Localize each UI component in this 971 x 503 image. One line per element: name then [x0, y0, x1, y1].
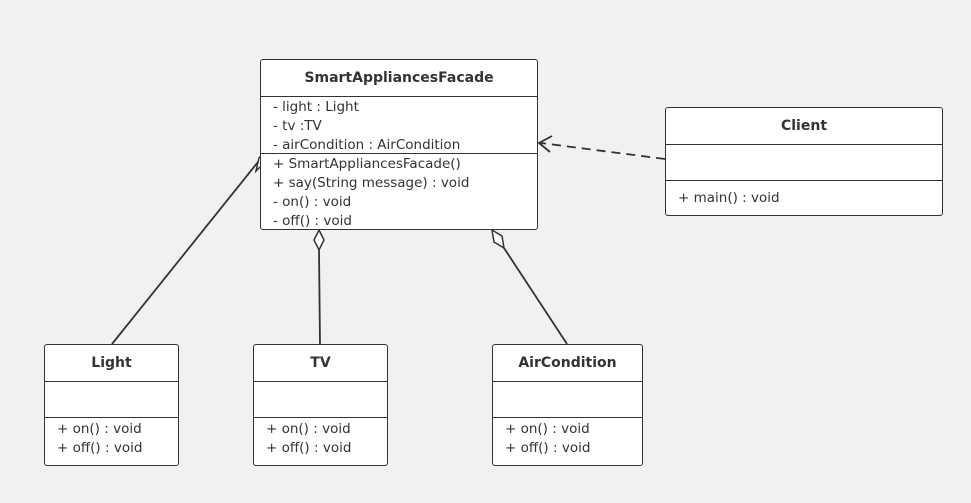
attributes-compartment — [254, 382, 387, 418]
operations-compartment: + main() : void — [666, 181, 942, 208]
aggregation-line-aircondition — [503, 247, 568, 345]
operations-compartment: + on() : void + off() : void — [493, 418, 642, 458]
attributes-compartment — [493, 382, 642, 418]
class-name: AirCondition — [493, 345, 642, 382]
operation: + off() : void — [505, 440, 591, 456]
aggregation-line-light — [111, 161, 259, 345]
operation: + off() : void — [266, 440, 352, 456]
aggregation-diamond-aircondition — [490, 228, 506, 250]
attributes-compartment — [666, 145, 942, 181]
operation: + off() : void — [57, 440, 143, 456]
class-name: Client — [666, 108, 942, 145]
operation: + on() : void — [505, 421, 590, 437]
class-aircondition[interactable]: AirCondition + on() : void + off() : voi… — [492, 344, 643, 466]
attribute: - light : Light — [273, 99, 359, 115]
class-name: TV — [254, 345, 387, 382]
operation: - off() : void — [273, 213, 352, 229]
aggregation-diamond-tv — [313, 228, 325, 252]
class-name: Light — [45, 345, 178, 382]
attributes-compartment — [45, 382, 178, 418]
operation: + SmartAppliancesFacade() — [273, 156, 461, 172]
class-tv[interactable]: TV + on() : void + off() : void — [253, 344, 388, 466]
attribute: - tv :TV — [273, 118, 322, 134]
class-name: SmartAppliancesFacade — [261, 60, 537, 97]
class-client[interactable]: Client + main() : void — [665, 107, 943, 216]
operation: - on() : void — [273, 194, 352, 210]
attributes-compartment: - light : Light - tv :TV - airCondition … — [261, 97, 537, 154]
operations-compartment: + on() : void + off() : void — [45, 418, 178, 458]
aggregation-line-tv — [318, 249, 321, 345]
operations-compartment: + on() : void + off() : void — [254, 418, 387, 458]
operation: + main() : void — [678, 190, 780, 206]
operation: + on() : void — [266, 421, 351, 437]
class-light[interactable]: Light + on() : void + off() : void — [44, 344, 179, 466]
dependency-arrowhead — [537, 135, 553, 153]
class-smartappliancesfacade[interactable]: SmartAppliancesFacade - light : Light - … — [260, 59, 538, 230]
operation: + say(String message) : void — [273, 175, 470, 191]
operation: + on() : void — [57, 421, 142, 437]
dependency-line — [540, 142, 666, 160]
attribute: - airCondition : AirCondition — [273, 137, 461, 153]
operations-compartment: + SmartAppliancesFacade() + say(String m… — [261, 154, 537, 229]
